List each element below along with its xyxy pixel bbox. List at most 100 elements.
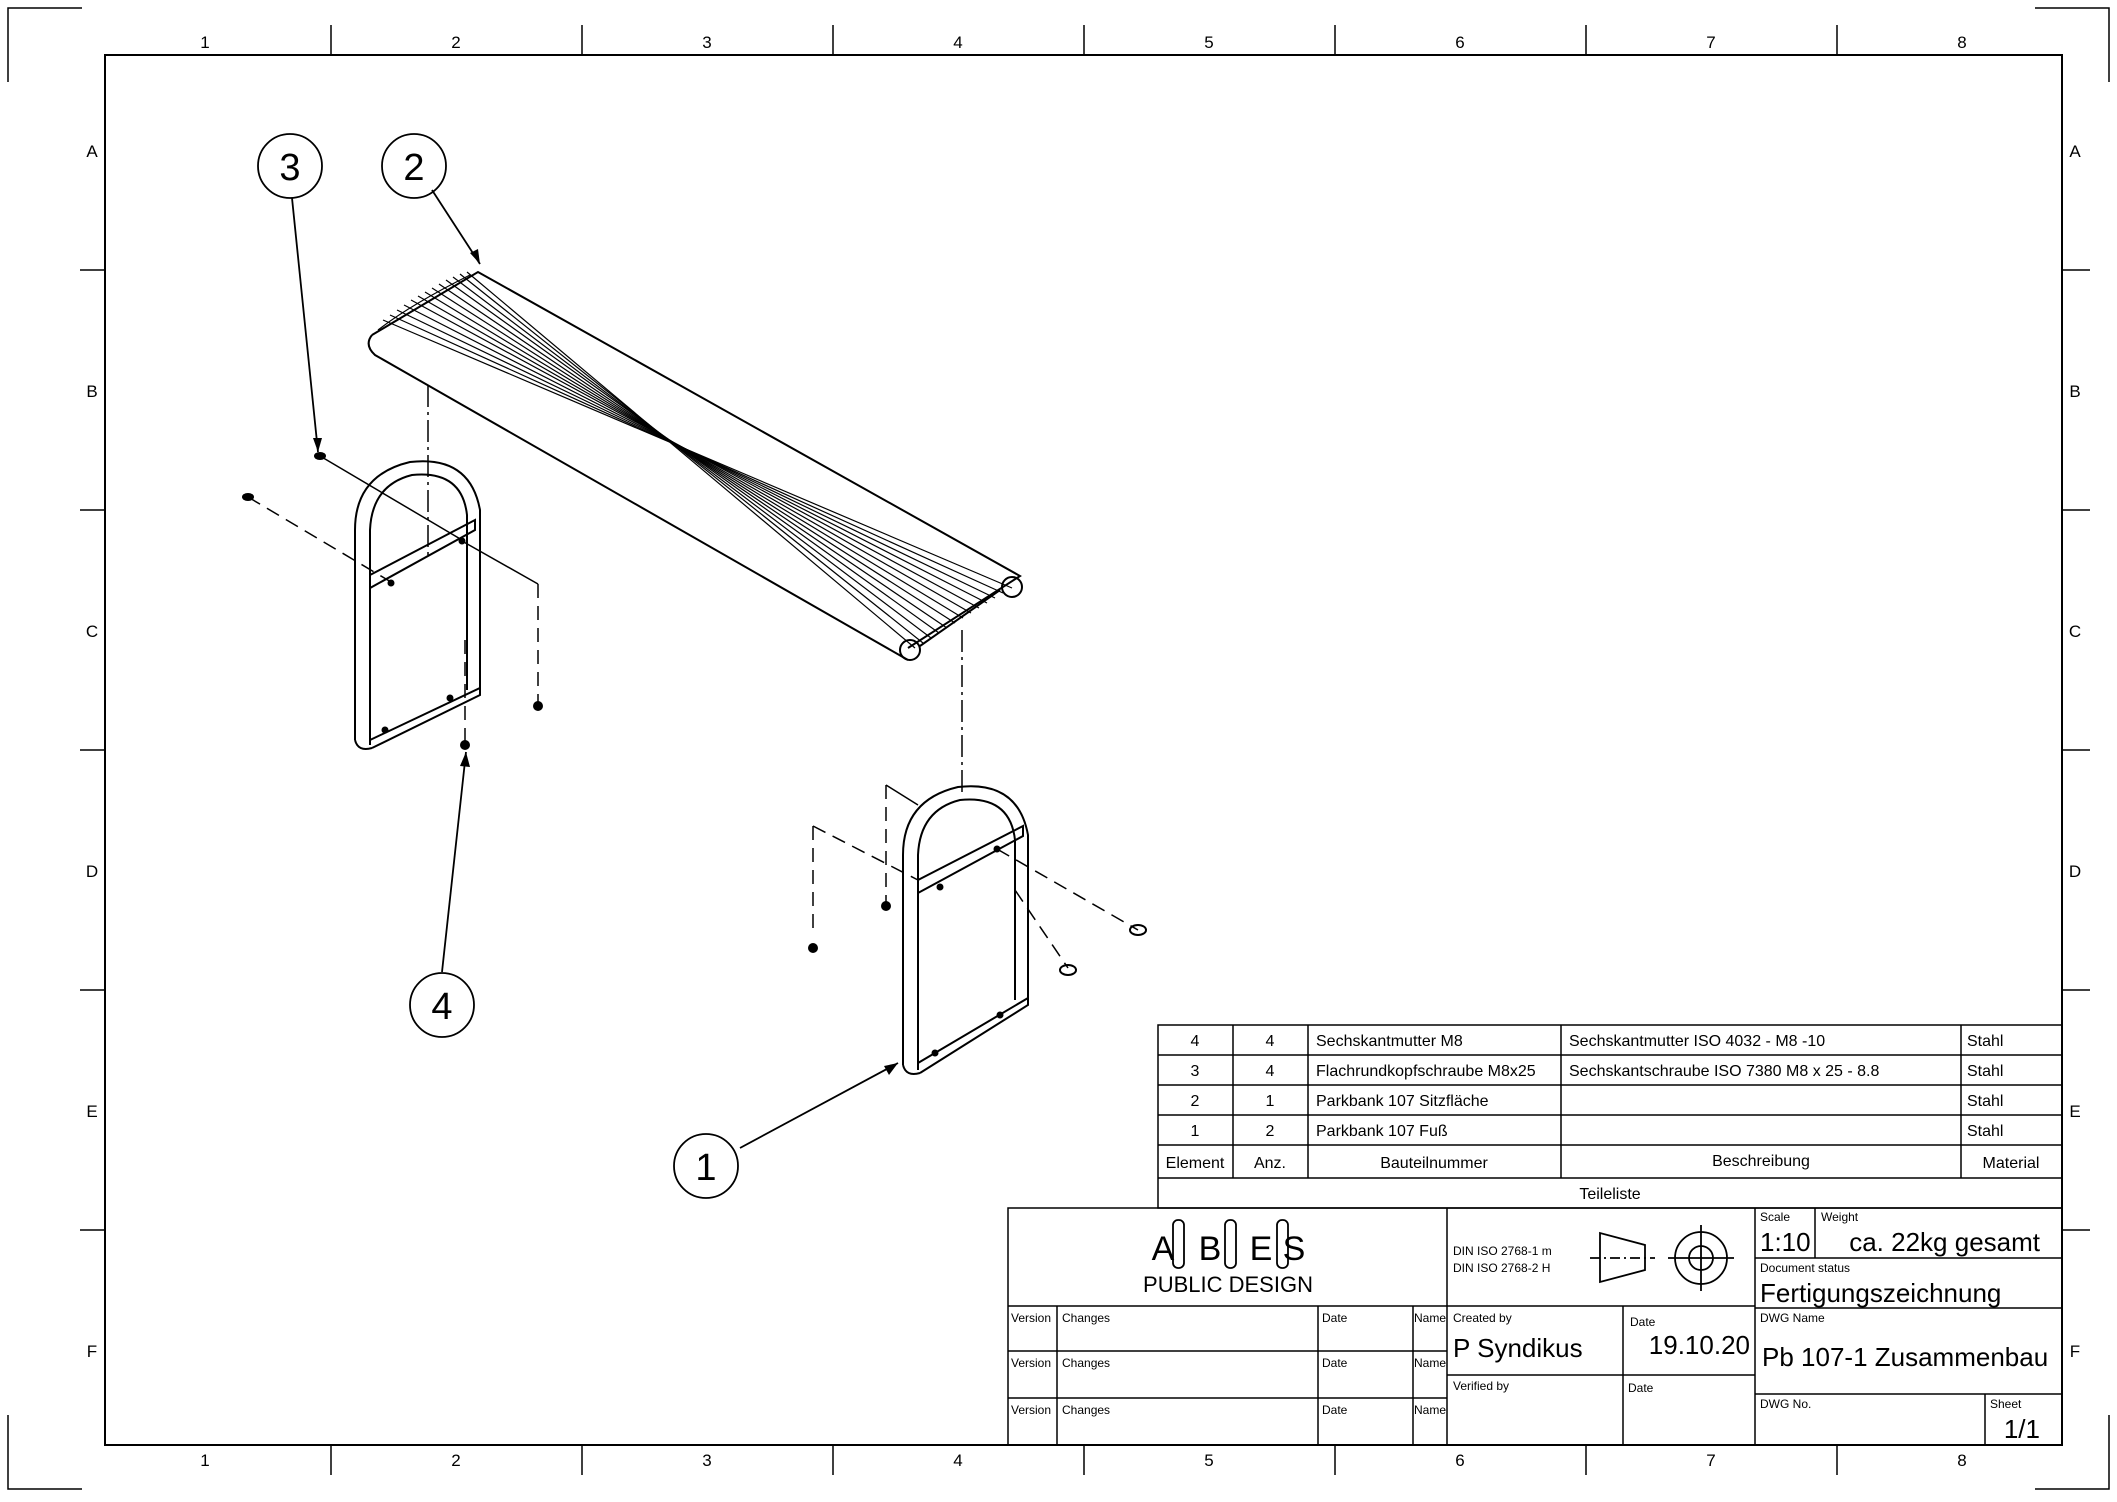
balloon-label: 4: [431, 986, 452, 1028]
cell-material: Stahl: [1967, 1123, 2003, 1140]
screw-icon: [242, 493, 254, 501]
balloon-arrows: [313, 249, 898, 1075]
col-label-top: 3: [702, 33, 711, 52]
balloon-4: [409, 972, 475, 1038]
nut-icon: [533, 701, 543, 711]
abes-logo-text: A B E S PUBLIC DESIGN: [1143, 1230, 1313, 1297]
approval-fields: Created by P Syndikus Date 19.10.20 Veri…: [1453, 1311, 1750, 1395]
row-label-right: D: [2069, 862, 2081, 881]
col-label-top: 4: [953, 33, 962, 52]
verified-by-label: Verified by: [1453, 1379, 1509, 1393]
balloon-1: [673, 1133, 739, 1199]
fastener-marks: [242, 452, 1147, 976]
row-label-left: D: [86, 862, 98, 881]
cell-part: Sechskantmutter M8: [1316, 1033, 1463, 1050]
cell-element: 4: [1191, 1033, 1200, 1050]
abes-logo: [1172, 1219, 1289, 1269]
header-part: Bauteilnummer: [1380, 1155, 1488, 1172]
balloon-labels: 1 2 3 4: [279, 147, 716, 1189]
zone-ticks: [80, 25, 2090, 1475]
parts-list-table: [1157, 1024, 2063, 1209]
weight-value: ca. 22kg gesamt: [1849, 1227, 2041, 1257]
cell-qty: 4: [1266, 1033, 1275, 1050]
row-label-left: C: [86, 622, 98, 641]
rev-date-label: Date: [1322, 1403, 1348, 1417]
parts-list-title: Teileliste: [1579, 1186, 1640, 1203]
document-fields: Scale 1:10 Weight ca. 22kg gesamt Docume…: [1760, 1210, 2048, 1444]
row-labels: A B C D E F A B C D E F: [86, 142, 2081, 1361]
logo-letter: A: [1152, 1230, 1175, 1268]
col-label-bottom: 7: [1706, 1451, 1715, 1470]
dwg-name-value: Pb 107-1 Zusammenbau: [1762, 1342, 2048, 1372]
screw-icon: [314, 452, 326, 460]
projection-symbol-icon: [1590, 1225, 1734, 1291]
row-label-left: B: [86, 382, 97, 401]
header-material: Material: [1983, 1155, 2040, 1172]
parts-list-cells: 4 4 Sechskantmutter M8 Sechskantmutter I…: [1166, 1033, 2040, 1203]
cell-desc: Sechskantmutter ISO 4032 - M8 -10: [1569, 1033, 1825, 1050]
cell-element: 1: [1191, 1123, 1200, 1140]
col-label-bottom: 4: [953, 1451, 962, 1470]
rev-version-label: Version: [1011, 1403, 1051, 1417]
rev-name-label: Name: [1414, 1356, 1446, 1370]
nut-icon: [808, 943, 818, 953]
standard-geometric: DIN ISO 2768-2 H: [1453, 1261, 1550, 1275]
row-label-right: C: [2069, 622, 2081, 641]
doc-status-label: Document status: [1760, 1261, 1850, 1275]
cell-part: Parkbank 107 Fuß: [1316, 1123, 1448, 1140]
cell-part: Parkbank 107 Sitzfläche: [1316, 1093, 1489, 1110]
logo-subtitle: PUBLIC DESIGN: [1143, 1272, 1313, 1297]
row-label-left: A: [86, 142, 98, 161]
cell-qty: 2: [1266, 1123, 1275, 1140]
rev-changes-label: Changes: [1062, 1356, 1110, 1370]
logo-letter: B: [1199, 1230, 1222, 1268]
header-qty: Anz.: [1254, 1155, 1286, 1172]
sheet-label: Sheet: [1990, 1397, 2022, 1411]
dwg-name-label: DWG Name: [1760, 1311, 1825, 1325]
rev-name-label: Name: [1414, 1403, 1446, 1417]
col-label-bottom: 5: [1204, 1451, 1213, 1470]
screw-icon: [1059, 964, 1077, 976]
corner-marks: [7, 7, 2110, 1490]
row-label-right: F: [2070, 1342, 2080, 1361]
bench-seat-drawing: [367, 270, 1023, 661]
seat-axis-lines: [427, 385, 963, 795]
date-value: 19.10.20: [1649, 1330, 1750, 1360]
nut-icon: [460, 740, 470, 750]
col-label-bottom: 6: [1455, 1451, 1464, 1470]
col-label-bottom: 8: [1957, 1451, 1966, 1470]
title-block-grid: [1007, 1207, 2063, 1446]
right-leg-drawing: [902, 785, 1029, 1075]
fastener-assembly-lines: [247, 455, 1139, 969]
row-label-right: A: [2069, 142, 2081, 161]
sheet-value: 1/1: [2004, 1414, 2040, 1444]
scale-value: 1:10: [1760, 1227, 1811, 1257]
created-by-value: P Syndikus: [1453, 1333, 1583, 1363]
created-by-label: Created by: [1453, 1311, 1512, 1325]
balloon-3: [257, 133, 323, 199]
cell-desc: Sechskantschraube ISO 7380 M8 x 25 - 8.8: [1569, 1063, 1880, 1080]
col-label-top: 7: [1706, 33, 1715, 52]
rev-name-label: Name: [1414, 1311, 1446, 1325]
verified-date-label: Date: [1628, 1381, 1654, 1395]
left-leg-drawing: [354, 460, 481, 750]
cell-material: Stahl: [1967, 1093, 2003, 1110]
balloon-callouts: [257, 133, 899, 1199]
screw-icon: [1129, 924, 1147, 936]
col-label-top: 5: [1204, 33, 1213, 52]
rev-version-label: Version: [1011, 1311, 1051, 1325]
rev-date-label: Date: [1322, 1356, 1348, 1370]
weight-label: Weight: [1821, 1210, 1859, 1224]
header-desc: Beschreibung: [1712, 1153, 1810, 1170]
date-label: Date: [1630, 1315, 1656, 1329]
row-label-right: B: [2069, 382, 2080, 401]
rev-changes-label: Changes: [1062, 1311, 1110, 1325]
tolerance-standards: DIN ISO 2768-1 m DIN ISO 2768-2 H: [1453, 1244, 1552, 1275]
balloon-2: [381, 133, 447, 199]
standard-general: DIN ISO 2768-1 m: [1453, 1244, 1552, 1258]
nut-icon: [881, 901, 891, 911]
row-label-left: F: [87, 1342, 97, 1361]
cell-qty: 4: [1266, 1063, 1275, 1080]
cell-material: Stahl: [1967, 1033, 2003, 1050]
